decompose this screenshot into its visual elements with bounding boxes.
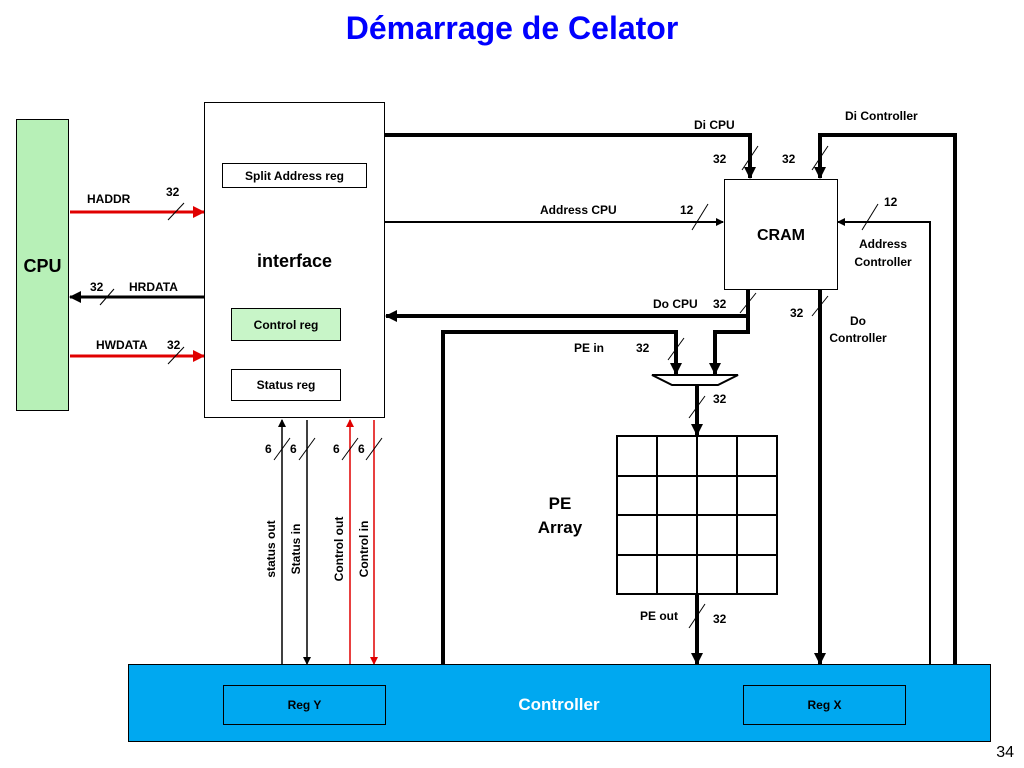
interface-label: interface bbox=[256, 251, 333, 271]
pe-cell bbox=[657, 554, 697, 594]
pe-in-wire bbox=[441, 330, 682, 664]
pe-in-label: PE in bbox=[574, 341, 605, 355]
pe-cell bbox=[657, 475, 697, 515]
pe-cell bbox=[657, 436, 697, 476]
control-in-label: Control in bbox=[357, 520, 371, 578]
page-number: 34 bbox=[996, 744, 1014, 761]
pe-cell bbox=[617, 436, 657, 476]
pe-in-slash bbox=[667, 337, 685, 361]
address-controller-slash bbox=[861, 203, 879, 231]
address-cpu-width: 12 bbox=[680, 203, 694, 217]
pe-cell bbox=[617, 475, 657, 515]
cpu-block: CPU bbox=[16, 119, 69, 411]
di-cpu-width: 32 bbox=[713, 152, 727, 166]
do-controller-label-2: Controller bbox=[829, 331, 887, 345]
address-cpu-label: Address CPU bbox=[540, 203, 617, 217]
hwdata-width: 32 bbox=[167, 338, 181, 352]
pe-array-label-line1: PE bbox=[548, 494, 572, 513]
do-cpu-slash bbox=[739, 292, 757, 314]
di-controller-width: 32 bbox=[782, 152, 796, 166]
reg-x: Reg X bbox=[743, 685, 906, 725]
pe-cell bbox=[617, 554, 657, 594]
hwdata-slash bbox=[167, 346, 185, 365]
control-out-slash bbox=[341, 437, 359, 461]
pe-cell bbox=[657, 515, 697, 555]
address-cpu-slash bbox=[691, 203, 709, 231]
pe-array-label-line2: Array bbox=[537, 518, 583, 537]
di-cpu-slash bbox=[741, 145, 759, 171]
split-address-reg-label: Split Address reg bbox=[245, 169, 344, 183]
mux-out-width: 32 bbox=[713, 392, 727, 406]
address-controller-label-2: Controller bbox=[854, 255, 912, 269]
status-reg: Status reg bbox=[231, 369, 341, 401]
do-controller-label-1: Do bbox=[850, 314, 866, 328]
di-controller-slash bbox=[811, 145, 829, 171]
pe-out-width: 32 bbox=[713, 612, 727, 626]
pe-cell bbox=[697, 515, 737, 555]
status-in-slash bbox=[298, 437, 316, 461]
do-controller-width: 32 bbox=[790, 306, 804, 320]
status-in-width: 6 bbox=[290, 442, 297, 456]
status-out-width: 6 bbox=[265, 442, 272, 456]
haddr-label: HADDR bbox=[87, 192, 131, 206]
hrdata-width: 32 bbox=[90, 280, 104, 294]
do-cpu-width: 32 bbox=[713, 297, 727, 311]
pe-out-label: PE out bbox=[640, 609, 678, 623]
haddr-width: 32 bbox=[166, 185, 180, 199]
address-controller-wire bbox=[837, 218, 931, 664]
page-title: Démarrage de Celator bbox=[345, 10, 679, 46]
di-controller-wire bbox=[814, 133, 957, 664]
reg-y: Reg Y bbox=[223, 685, 386, 725]
status-out-label: status out bbox=[264, 520, 278, 578]
multiplexer bbox=[651, 374, 739, 386]
pe-array-grid bbox=[616, 435, 778, 595]
status-reg-label: Status reg bbox=[256, 378, 316, 392]
reg-y-label: Reg Y bbox=[287, 698, 322, 712]
controller-label: Controller bbox=[518, 695, 600, 714]
hwdata-label: HWDATA bbox=[96, 338, 148, 352]
interface-block: Split Address reg interface Control reg … bbox=[204, 102, 385, 418]
pe-out-slash bbox=[688, 603, 706, 629]
control-out-label: Control out bbox=[332, 516, 346, 582]
pe-in-width: 32 bbox=[636, 341, 650, 355]
pe-cell bbox=[697, 475, 737, 515]
pe-cell bbox=[737, 475, 777, 515]
cpu-label: CPU bbox=[23, 256, 62, 276]
pe-cell bbox=[697, 436, 737, 476]
split-address-reg: Split Address reg bbox=[222, 163, 367, 188]
address-controller-label-1: Address bbox=[858, 237, 908, 251]
haddr-slash bbox=[167, 202, 185, 221]
control-reg: Control reg bbox=[231, 308, 341, 341]
controller-block: Reg Y Controller Reg X bbox=[128, 664, 991, 742]
control-in-width: 6 bbox=[358, 442, 365, 456]
control-reg-label: Control reg bbox=[253, 318, 319, 332]
pe-cell bbox=[737, 554, 777, 594]
cram-label: CRAM bbox=[757, 227, 805, 244]
pe-cell bbox=[697, 554, 737, 594]
status-in-label: Status in bbox=[289, 523, 303, 575]
control-in-slash bbox=[365, 437, 383, 461]
mux-out-slash bbox=[688, 395, 706, 419]
do-cpu-label: Do CPU bbox=[653, 297, 698, 311]
pe-cell bbox=[737, 515, 777, 555]
status-out-slash bbox=[273, 437, 291, 461]
cram-to-mux-wire bbox=[709, 316, 750, 375]
do-controller-slash bbox=[811, 295, 829, 317]
hrdata-slash bbox=[99, 288, 115, 306]
reg-x-label: Reg X bbox=[807, 698, 842, 712]
di-controller-label: Di Controller bbox=[845, 109, 918, 123]
hrdata-label: HRDATA bbox=[129, 280, 178, 294]
address-controller-width: 12 bbox=[884, 195, 898, 209]
di-cpu-wire bbox=[385, 133, 756, 179]
pe-cell bbox=[617, 515, 657, 555]
di-cpu-label: Di CPU bbox=[694, 118, 735, 132]
pe-cell bbox=[737, 436, 777, 476]
control-out-width: 6 bbox=[333, 442, 340, 456]
cram-block: CRAM bbox=[724, 179, 838, 290]
